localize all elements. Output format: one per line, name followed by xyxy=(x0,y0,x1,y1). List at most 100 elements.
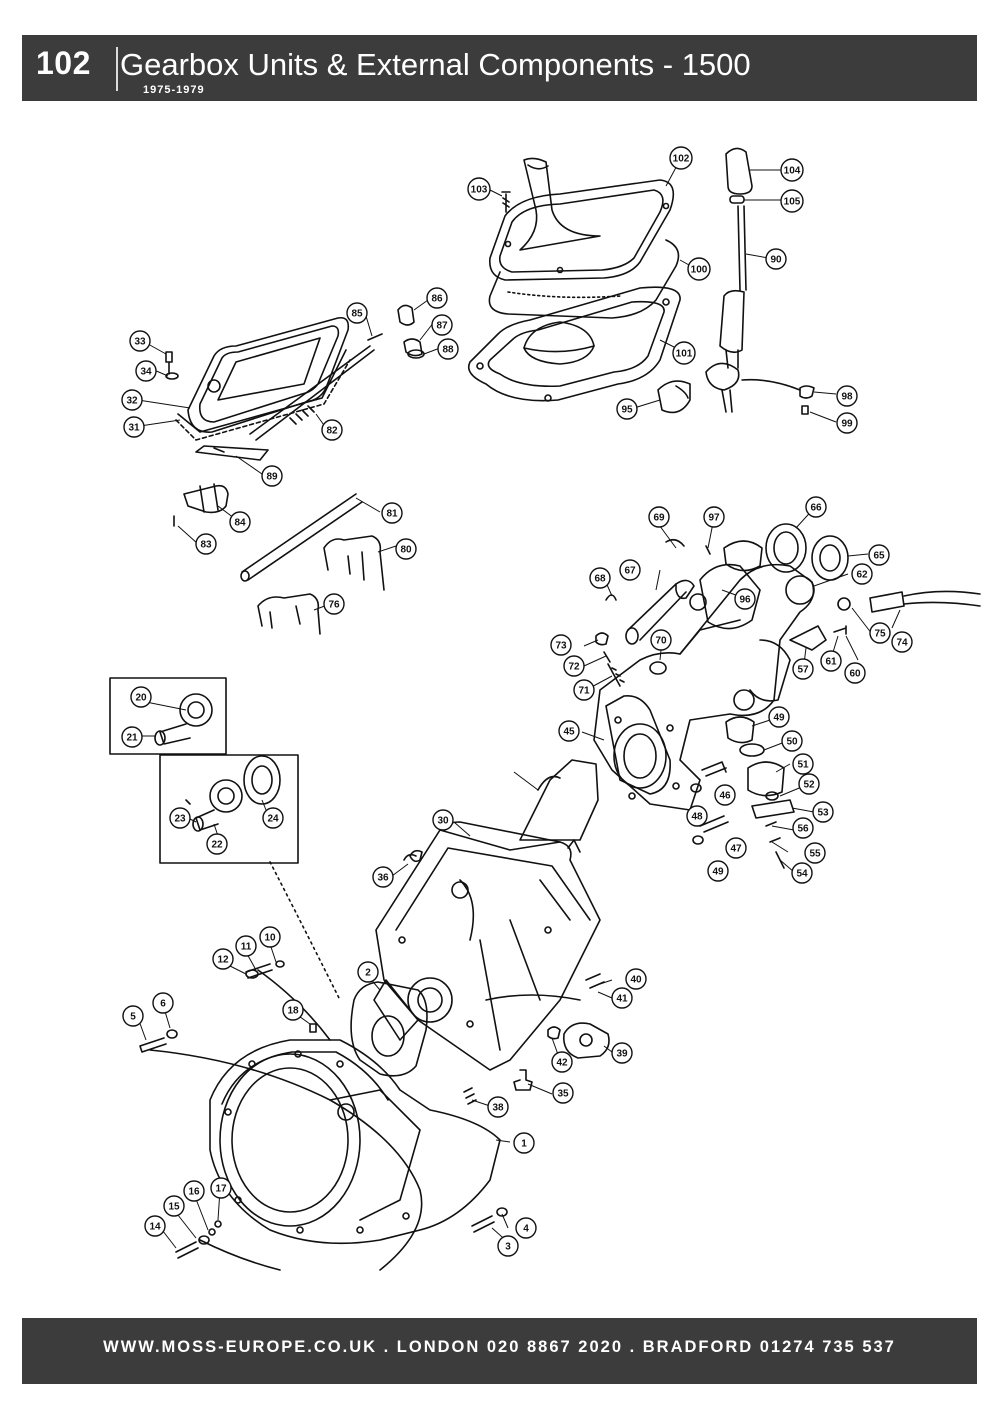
callout-55: 55 xyxy=(804,842,826,864)
svg-text:49: 49 xyxy=(712,867,724,878)
svg-text:69: 69 xyxy=(653,513,665,524)
callout-4: 4 xyxy=(515,1217,537,1239)
svg-text:104: 104 xyxy=(784,166,801,177)
svg-text:97: 97 xyxy=(708,513,720,524)
callout-71: 71 xyxy=(573,679,595,701)
callout-35: 35 xyxy=(552,1082,574,1104)
svg-text:67: 67 xyxy=(624,566,636,577)
callout-33: 33 xyxy=(129,330,151,352)
svg-text:65: 65 xyxy=(873,551,885,562)
callout-99: 99 xyxy=(836,412,858,434)
callout-84: 84 xyxy=(229,511,251,533)
svg-text:103: 103 xyxy=(471,185,488,196)
svg-text:75: 75 xyxy=(874,629,886,640)
callout-52: 52 xyxy=(798,773,820,795)
svg-text:83: 83 xyxy=(200,540,212,551)
svg-text:62: 62 xyxy=(856,570,868,581)
svg-text:16: 16 xyxy=(188,1187,200,1198)
svg-text:4: 4 xyxy=(523,1224,529,1235)
callout-36: 36 xyxy=(372,866,394,888)
callout-6: 6 xyxy=(152,992,174,1014)
callout-56: 56 xyxy=(792,817,814,839)
svg-text:12: 12 xyxy=(217,955,229,966)
callout-20: 20 xyxy=(130,686,152,708)
svg-text:23: 23 xyxy=(174,814,186,825)
callout-96: 96 xyxy=(734,588,756,610)
callout-30: 30 xyxy=(432,809,454,831)
svg-text:41: 41 xyxy=(616,994,628,1005)
callout-73: 73 xyxy=(550,634,572,656)
svg-text:102: 102 xyxy=(673,154,690,165)
svg-text:17: 17 xyxy=(215,1184,227,1195)
callout-23: 23 xyxy=(169,807,191,829)
callout-67: 67 xyxy=(619,559,641,581)
callout-49: 49 xyxy=(768,706,790,728)
callout-49: 49 xyxy=(707,860,729,882)
callout-100: 100 xyxy=(687,257,711,281)
callout-38: 38 xyxy=(487,1096,509,1118)
svg-text:52: 52 xyxy=(803,780,815,791)
svg-text:56: 56 xyxy=(797,824,809,835)
callout-61: 61 xyxy=(820,650,842,672)
callout-68: 68 xyxy=(589,567,611,589)
svg-text:48: 48 xyxy=(691,812,703,823)
svg-text:72: 72 xyxy=(568,662,580,673)
gearbox-casing xyxy=(373,759,601,1071)
page-title: Gearbox Units & External Components - 15… xyxy=(120,47,751,82)
svg-text:86: 86 xyxy=(431,294,443,305)
callout-57: 57 xyxy=(792,658,814,680)
callout-75: 75 xyxy=(869,622,891,644)
svg-text:15: 15 xyxy=(168,1202,180,1213)
svg-text:49: 49 xyxy=(773,713,785,724)
svg-text:54: 54 xyxy=(796,869,808,880)
svg-text:1: 1 xyxy=(521,1139,527,1150)
page-number: 102 xyxy=(36,45,91,81)
svg-text:36: 36 xyxy=(377,873,389,884)
callout-83: 83 xyxy=(195,533,217,555)
callout-32: 32 xyxy=(121,389,143,411)
callout-89: 89 xyxy=(261,465,283,487)
svg-text:21: 21 xyxy=(126,733,138,744)
callout-88: 88 xyxy=(437,338,459,360)
svg-text:50: 50 xyxy=(786,737,798,748)
gear-lever xyxy=(705,147,815,415)
callout-103: 103 xyxy=(467,177,491,201)
svg-text:20: 20 xyxy=(135,693,147,704)
callout-95: 95 xyxy=(616,398,638,420)
svg-text:40: 40 xyxy=(630,975,642,986)
svg-text:71: 71 xyxy=(578,686,590,697)
callout-80: 80 xyxy=(395,538,417,560)
svg-text:32: 32 xyxy=(126,396,138,407)
svg-text:70: 70 xyxy=(655,636,667,647)
svg-text:88: 88 xyxy=(442,345,454,356)
callout-87: 87 xyxy=(431,314,453,336)
svg-text:100: 100 xyxy=(691,265,708,276)
callout-50: 50 xyxy=(781,730,803,752)
callout-47: 47 xyxy=(725,837,747,859)
callout-69: 69 xyxy=(648,506,670,528)
callout-16: 16 xyxy=(183,1180,205,1202)
svg-text:5: 5 xyxy=(130,1012,136,1023)
callout-74: 74 xyxy=(891,631,913,653)
callout-86: 86 xyxy=(426,287,448,309)
callout-45: 45 xyxy=(558,720,580,742)
svg-text:80: 80 xyxy=(400,545,412,556)
svg-text:66: 66 xyxy=(810,503,822,514)
page-footer: WWW.MOSS-EUROPE.CO.UK . LONDON 020 8867 … xyxy=(22,1318,977,1384)
page-header: 102 Gearbox Units & External Components … xyxy=(22,35,977,101)
callout-72: 72 xyxy=(563,655,585,677)
callout-97: 97 xyxy=(703,506,725,528)
svg-text:101: 101 xyxy=(676,349,693,360)
svg-text:87: 87 xyxy=(436,321,448,332)
bellhousing xyxy=(209,1039,501,1245)
svg-text:81: 81 xyxy=(386,509,398,520)
svg-text:33: 33 xyxy=(134,337,146,348)
svg-text:2: 2 xyxy=(365,968,371,979)
callout-42: 42 xyxy=(551,1051,573,1073)
svg-text:60: 60 xyxy=(849,669,861,680)
callout-18: 18 xyxy=(282,999,304,1021)
callout-40: 40 xyxy=(625,968,647,990)
callout-70: 70 xyxy=(650,629,672,651)
